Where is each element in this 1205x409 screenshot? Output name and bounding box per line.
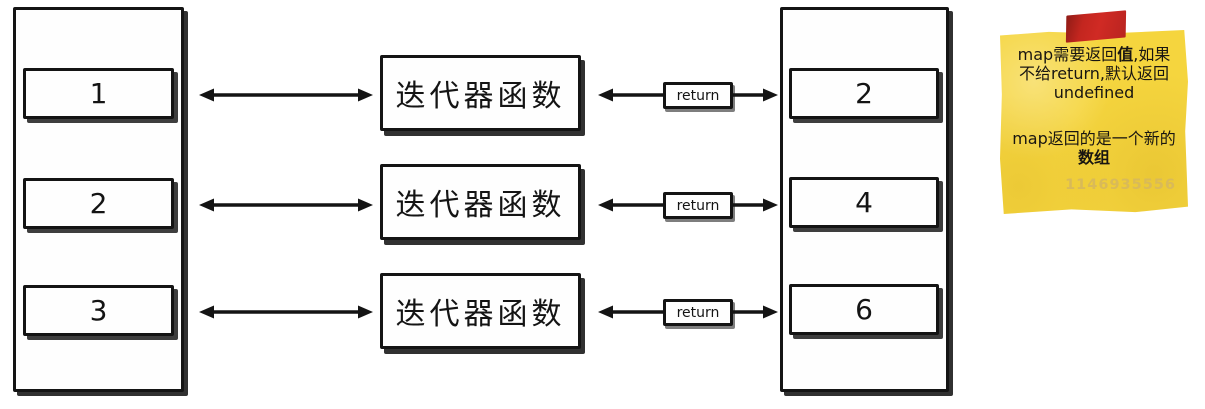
note-line-5-bold: 数组 [1077,148,1110,167]
iterator-function-label-3: 迭代器函数 [395,297,566,332]
iterator-function-label-2: 迭代器函数 [395,188,566,223]
output-value-1: 2 [855,77,873,110]
watermark: 1146935556 [1065,177,1176,193]
sticky-note: map需要返回值,如果 不给return,默认返回 undefined map返… [1000,30,1188,214]
return-label-2: return [676,197,720,214]
note-line-1-bold: 值 [1117,45,1134,64]
return-label-box-2: return [663,192,733,219]
return-arrow-left-2 [598,198,665,212]
output-value-box-3: 6 [789,284,939,335]
iterator-function-box-1: 迭代器函数 [380,55,581,131]
return-arrow-right-2 [733,198,778,212]
note-line-3: undefined [1053,83,1135,102]
iterator-function-box-3: 迭代器函数 [380,273,581,349]
input-value-box-3: 3 [23,285,174,336]
note-line-1-prefix: map需要返回 [1017,45,1118,64]
iterator-function-label-1: 迭代器函数 [395,79,566,114]
return-arrow-left-1 [598,88,665,102]
note-line-1-suffix: ,如果 [1133,45,1171,64]
note-line-5: 数组 [1006,148,1182,167]
input-value-3: 3 [89,294,108,327]
input-array-container: 1 2 3 [13,7,184,392]
return-arrow-left-3 [598,305,665,319]
input-function-arrow-1 [199,88,373,102]
return-label-1: return [676,87,720,104]
input-value-1: 1 [89,77,108,110]
return-label-box-1: return [663,82,733,109]
output-value-3: 6 [855,293,873,326]
input-function-arrow-3 [199,305,373,319]
note-line-2: 不给return,默认返回 [1018,64,1169,83]
input-function-arrow-2 [199,198,373,212]
note-line-4: map返回的是一个新的 [1012,129,1176,148]
output-value-2: 4 [855,186,873,219]
output-value-box-2: 4 [789,177,939,228]
return-label-box-3: return [663,299,733,326]
input-value-2: 2 [89,187,108,220]
return-arrow-right-1 [733,88,778,102]
note-line-1: map需要返回值,如果 [1006,45,1182,64]
tape-icon [1065,10,1127,43]
output-value-box-1: 2 [789,68,939,119]
output-array-container: 2 4 6 [780,7,949,392]
input-value-box-2: 2 [23,178,174,229]
return-arrow-right-3 [733,305,778,319]
return-label-3: return [676,304,720,321]
iterator-function-box-2: 迭代器函数 [380,164,581,240]
input-value-box-1: 1 [23,68,174,119]
